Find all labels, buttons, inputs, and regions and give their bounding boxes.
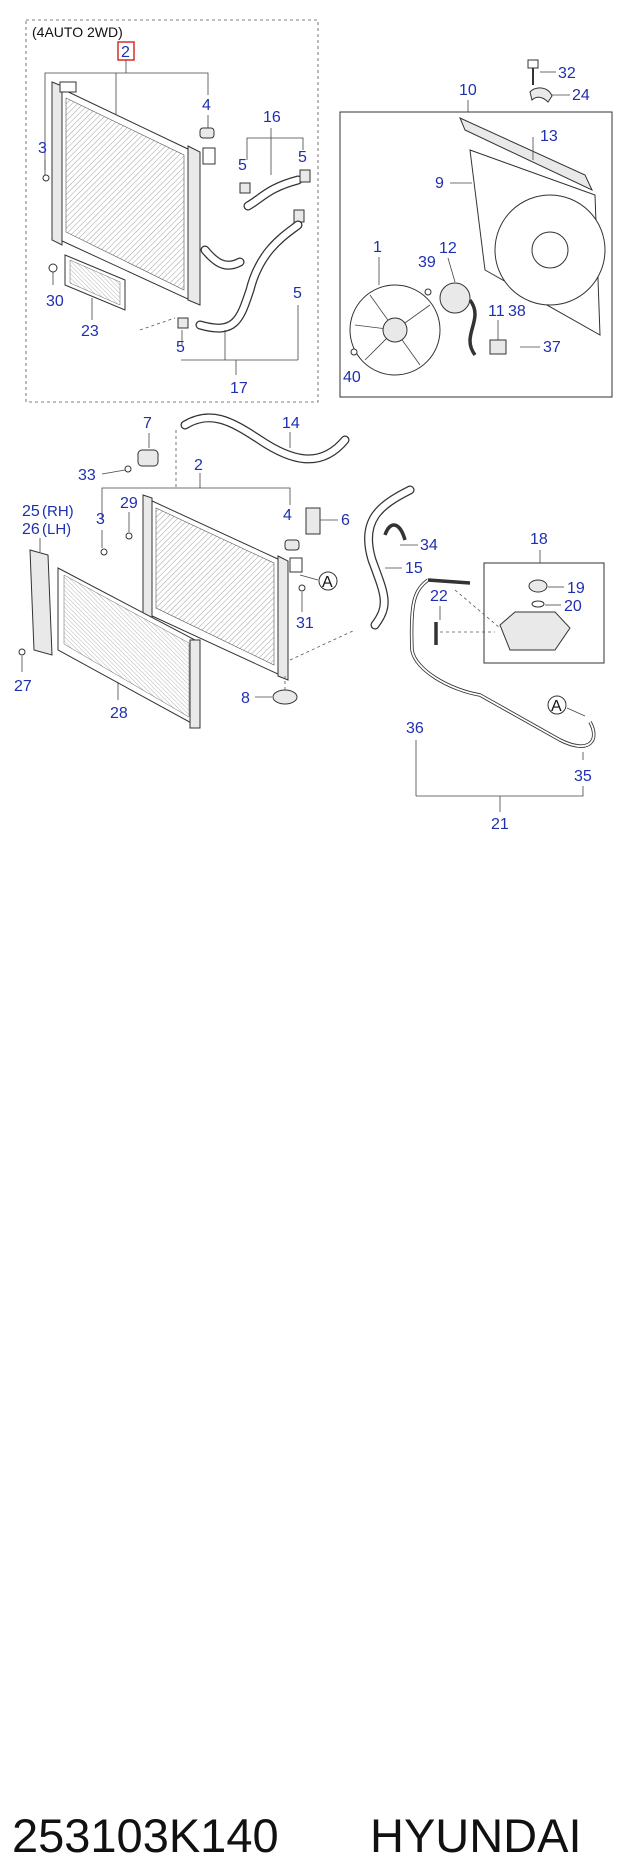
callout-20: 20 xyxy=(564,598,582,615)
callout-30: 30 xyxy=(46,293,64,310)
radiator-top xyxy=(51,81,201,306)
callout-6: 6 xyxy=(341,512,350,529)
callout-5-a: 5 xyxy=(238,157,247,174)
callout-12: 12 xyxy=(439,240,457,257)
callout-36: 36 xyxy=(406,720,424,737)
ref-a-2: A xyxy=(551,698,562,715)
oil-cooler xyxy=(64,254,126,311)
callout-23: 23 xyxy=(81,323,99,340)
callout-1: 1 xyxy=(373,239,382,256)
footer: 253103K140 HYUNDAI xyxy=(0,900,626,1862)
callout-11: 11 xyxy=(488,303,505,320)
callout-26-side: (LH) xyxy=(42,521,71,538)
callout-19: 19 xyxy=(567,580,585,597)
variant-box: (4AUTO 2WD) 2 3 4 16 5 5 xyxy=(25,19,319,403)
callout-21: 21 xyxy=(491,816,509,833)
callout-32: 32 xyxy=(558,65,576,82)
fan-motor xyxy=(439,282,471,314)
callout-25-side: (RH) xyxy=(42,503,74,520)
fan-box: 10 9 13 1 40 39 12 11 38 37 xyxy=(339,82,613,398)
filler-neck xyxy=(305,507,321,535)
callout-4-mid: 4 xyxy=(283,507,292,524)
air-guard xyxy=(29,549,53,656)
callout-16: 16 xyxy=(263,109,281,126)
callout-35: 35 xyxy=(574,768,592,785)
part-number: 253103K140 xyxy=(12,1809,279,1862)
callout-22: 22 xyxy=(430,588,448,605)
reservoir-box: 18 19 20 xyxy=(483,531,605,664)
callout-25: 25 xyxy=(22,503,40,520)
callout-9: 9 xyxy=(435,175,444,192)
fan-blade xyxy=(349,284,441,376)
callout-3-top: 3 xyxy=(38,140,47,157)
callout-5-b: 5 xyxy=(298,149,307,166)
callout-5-c: 5 xyxy=(293,285,302,302)
callout-14: 14 xyxy=(282,415,300,432)
callout-40: 40 xyxy=(343,369,361,386)
callout-31: 31 xyxy=(296,615,314,632)
callout-28: 28 xyxy=(110,705,128,722)
callout-17: 17 xyxy=(230,380,248,397)
callout-27: 27 xyxy=(14,678,32,695)
callout-8: 8 xyxy=(241,690,250,707)
condenser xyxy=(57,567,201,729)
callout-2-mid: 2 xyxy=(194,457,203,474)
radiator-main xyxy=(142,494,289,681)
cooling-system-diagram: (4AUTO 2WD) 2 3 4 16 5 5 xyxy=(14,19,613,833)
callout-10: 10 xyxy=(459,82,477,99)
callout-13: 13 xyxy=(540,128,558,145)
callout-2-top: 2 xyxy=(121,44,130,61)
callout-34: 34 xyxy=(420,537,438,554)
callout-24: 24 xyxy=(572,87,590,104)
callout-5-d: 5 xyxy=(176,339,185,356)
reservoir-tank xyxy=(499,611,571,651)
callout-3-mid: 3 xyxy=(96,511,105,528)
callout-29: 29 xyxy=(120,495,138,512)
callout-18: 18 xyxy=(530,531,548,548)
brand-name: HYUNDAI xyxy=(370,1809,582,1862)
variant-note: (4AUTO 2WD) xyxy=(32,24,123,40)
ref-a-1: A xyxy=(322,574,333,591)
drain-plug xyxy=(272,689,298,705)
callout-33: 33 xyxy=(78,467,96,484)
callout-39: 39 xyxy=(418,254,436,271)
callout-26: 26 xyxy=(22,521,40,538)
radiator-cap-top xyxy=(199,127,215,139)
mounting-bracket xyxy=(137,449,159,467)
callout-37: 37 xyxy=(543,339,561,356)
callout-7: 7 xyxy=(143,415,152,432)
callout-15: 15 xyxy=(405,560,423,577)
callout-38: 38 xyxy=(508,303,526,320)
callout-4-top: 4 xyxy=(202,97,211,114)
